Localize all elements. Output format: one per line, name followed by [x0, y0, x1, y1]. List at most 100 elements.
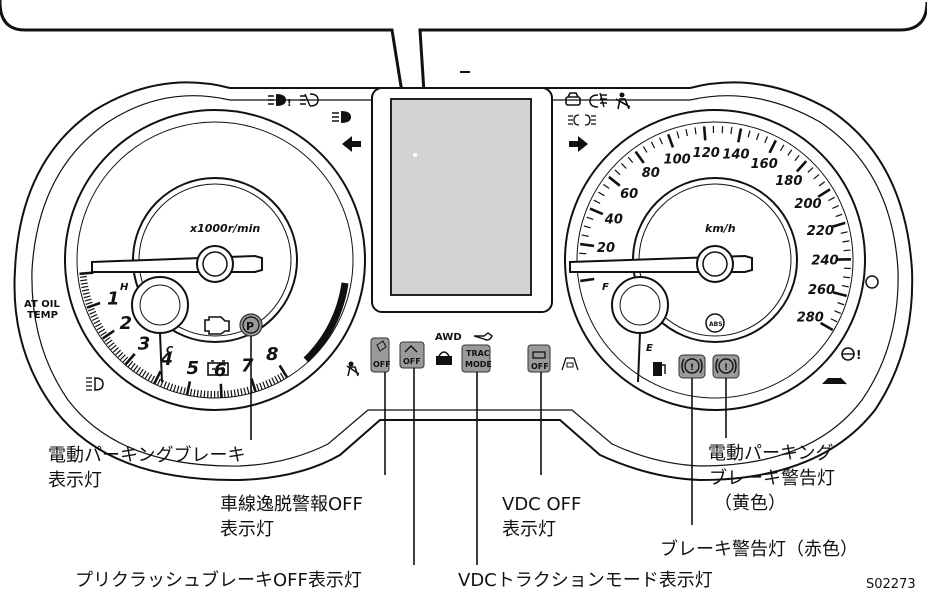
label-vdc-off: VDC OFF 表示灯	[502, 494, 582, 540]
speed-number: 220	[807, 224, 834, 239]
tach-tick	[141, 370, 147, 378]
tach-tick	[278, 364, 289, 379]
tach-tick	[203, 390, 206, 398]
tach-tick	[163, 381, 167, 389]
parking-brake-icon: P	[239, 313, 263, 337]
check-engine-icon	[204, 316, 230, 335]
speed-tick	[831, 221, 846, 229]
leader-lines	[250, 336, 727, 565]
speed-tick	[676, 131, 680, 139]
tach-tick	[223, 390, 226, 398]
speed-number: 140	[722, 148, 749, 163]
speed-tick	[685, 129, 688, 137]
turn-right-icon	[569, 136, 588, 152]
speed-tick	[650, 141, 656, 149]
speed-unit: km/h	[705, 222, 736, 235]
tach-tick	[150, 375, 156, 383]
trip-knob	[865, 275, 879, 289]
tach-tick	[101, 329, 115, 340]
svg-text:!: !	[724, 363, 728, 373]
tach-tick	[117, 351, 124, 358]
tach-tick	[133, 365, 139, 372]
epb-warning-icon: !	[712, 354, 740, 379]
tach-number: 6	[214, 360, 227, 381]
tach-tick	[193, 389, 196, 397]
speed-tick	[694, 127, 697, 135]
speed-tick	[842, 240, 850, 243]
temp-c-label: C	[166, 345, 174, 356]
tach-tick	[100, 331, 107, 337]
trac-mode-indicator	[461, 344, 491, 373]
brake-warning-icon: !	[678, 354, 706, 379]
speed-tick	[828, 196, 835, 202]
speed-tick	[818, 181, 826, 187]
tach-tick	[106, 339, 113, 345]
rear-fog-icon	[589, 92, 607, 108]
speed-tick	[843, 276, 851, 279]
front-fog-icon	[300, 93, 319, 107]
speed-number: 200	[794, 197, 821, 212]
at-temp-label: TEMP	[27, 310, 58, 321]
tach-tick	[156, 378, 161, 386]
speed-tick	[589, 207, 604, 216]
steering-icon: !	[841, 347, 861, 362]
tach-tick	[274, 376, 279, 383]
tach-tick	[250, 378, 257, 393]
awd-indicator: AWD	[435, 332, 462, 343]
tach-tick	[138, 368, 144, 376]
speed-tick	[813, 173, 820, 180]
label-ldw-off: 車線逸脱警報OFF 表示灯	[220, 494, 363, 540]
eyesight-icon	[561, 357, 579, 371]
tach-tick	[259, 382, 263, 390]
tach-tick	[176, 385, 180, 393]
fuel-f-label: F	[602, 282, 609, 293]
speed-tick	[817, 188, 831, 198]
tach-tick	[80, 282, 88, 285]
tach-tick	[127, 360, 134, 368]
speed-tick	[598, 191, 605, 197]
tach-tick	[233, 389, 236, 397]
speed-number: 60	[620, 187, 638, 202]
high-beam-icon	[332, 111, 351, 123]
tach-tick	[147, 374, 153, 381]
label-vdc-trac: VDCトラクションモード表示灯	[458, 570, 713, 591]
speed-tick	[787, 149, 793, 156]
tach-tick	[185, 381, 192, 396]
fuel-e-label: E	[646, 343, 653, 354]
battery-icon	[207, 360, 229, 376]
speed-tick	[580, 242, 595, 248]
speed-number: 20	[597, 241, 615, 256]
tach-tick	[89, 310, 97, 315]
speed-tick	[832, 291, 848, 298]
fuel-icon	[653, 362, 666, 376]
speed-number: 280	[797, 311, 824, 326]
tach-tick	[98, 328, 106, 334]
tach-tick	[277, 374, 282, 382]
tach-number: 3	[138, 334, 151, 355]
tach-tick	[179, 386, 183, 394]
tach-tick	[173, 384, 177, 392]
speed-tick	[834, 310, 842, 314]
tach-tick	[79, 275, 87, 278]
figure-code: S02273	[866, 577, 916, 592]
speed-tick	[702, 126, 707, 141]
tach-tick	[262, 381, 266, 389]
tach-tick	[200, 390, 203, 398]
speed-tick	[840, 231, 848, 234]
tach-number: 4	[160, 349, 174, 370]
tach-number: 7	[241, 355, 254, 376]
tach-number: 2	[119, 313, 132, 334]
tach-tick	[81, 285, 89, 289]
tach-tick	[93, 319, 101, 325]
speed-tick	[835, 213, 843, 218]
speed-tick	[755, 133, 760, 141]
tach-tick	[83, 295, 91, 299]
tach-tick	[110, 344, 117, 351]
tach-number: 8	[266, 344, 279, 365]
seatbelt-icon	[346, 361, 360, 377]
speed-tick	[586, 216, 594, 221]
tach-tick	[243, 387, 247, 395]
speed-number: 160	[751, 157, 778, 172]
svg-text:P: P	[246, 320, 254, 333]
seatbelt-passenger-icon	[615, 92, 631, 110]
